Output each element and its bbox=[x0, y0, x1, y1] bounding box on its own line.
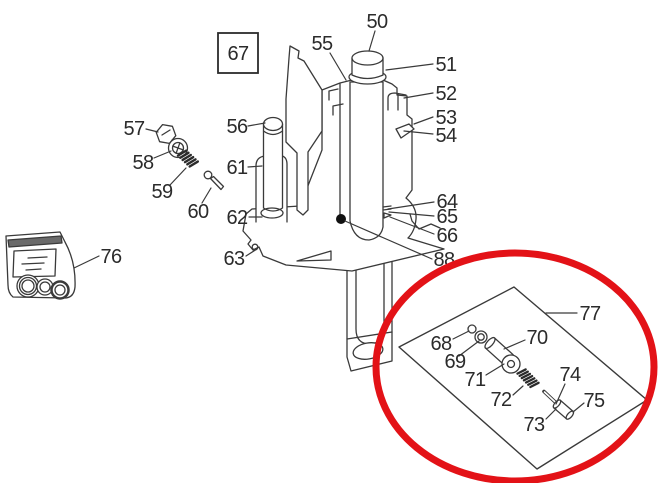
kit-oring bbox=[474, 330, 488, 344]
callout-69: 69 bbox=[444, 351, 466, 373]
cylinder-cap bbox=[351, 50, 384, 80]
leader-70 bbox=[503, 339, 526, 350]
callout-51: 51 bbox=[435, 54, 457, 76]
callout-64: 64 bbox=[436, 191, 458, 213]
callout-73: 73 bbox=[523, 414, 545, 436]
callout-55: 55 bbox=[311, 33, 333, 55]
callout-54: 54 bbox=[435, 125, 457, 147]
leader-61 bbox=[247, 165, 263, 168]
main-cylinder bbox=[349, 81, 392, 241]
callout-66: 66 bbox=[436, 225, 458, 247]
highlight-ellipse bbox=[372, 249, 658, 483]
pivot-dot bbox=[336, 214, 346, 224]
callout-71: 71 bbox=[464, 369, 486, 391]
callout-63: 63 bbox=[223, 248, 245, 270]
main-body bbox=[242, 79, 445, 272]
callout-76: 76 bbox=[100, 246, 122, 268]
kit-spring bbox=[516, 368, 540, 389]
cotter-pin bbox=[203, 170, 225, 191]
flag-bracket bbox=[285, 45, 323, 216]
body-boss bbox=[387, 92, 407, 111]
callout-77: 77 bbox=[579, 303, 601, 325]
kit-roller bbox=[552, 399, 575, 420]
leader-57 bbox=[145, 128, 159, 133]
leader-58 bbox=[153, 150, 172, 159]
callout-65: 65 bbox=[436, 206, 458, 228]
leader-51 bbox=[385, 63, 434, 71]
leader-52 bbox=[403, 92, 434, 99]
support-rod bbox=[260, 116, 284, 219]
callout-68: 68 bbox=[430, 333, 452, 355]
callout-75: 75 bbox=[583, 390, 605, 412]
leader-63 bbox=[245, 248, 258, 257]
leader-55 bbox=[329, 52, 347, 81]
leader-88 bbox=[344, 220, 433, 260]
callout-53: 53 bbox=[435, 107, 457, 129]
leader-75 bbox=[572, 402, 585, 413]
leader-65 bbox=[388, 211, 435, 217]
callout-56: 56 bbox=[226, 116, 248, 138]
leader-74 bbox=[555, 383, 566, 405]
callout-62: 62 bbox=[226, 207, 248, 229]
callout-59: 59 bbox=[151, 181, 173, 203]
leader-59 bbox=[169, 167, 187, 186]
callout-61: 61 bbox=[226, 157, 248, 179]
leader-54 bbox=[403, 130, 434, 135]
leader-71 bbox=[485, 363, 505, 376]
base-triangle-cutout bbox=[296, 250, 332, 262]
callout-74: 74 bbox=[559, 364, 581, 386]
leader-50 bbox=[368, 30, 376, 52]
leader-60 bbox=[201, 187, 212, 204]
callout-57: 57 bbox=[123, 118, 145, 140]
parts-bag bbox=[5, 231, 76, 300]
callout-50: 50 bbox=[366, 11, 388, 33]
base-notch bbox=[409, 213, 441, 230]
callout-labels: 5055515253545758596056616263766465668877… bbox=[100, 11, 605, 436]
cylinder-port-line bbox=[382, 205, 392, 208]
leader-53 bbox=[413, 116, 434, 125]
leader-76 bbox=[73, 255, 100, 269]
callout-72: 72 bbox=[490, 389, 512, 411]
leader-72 bbox=[512, 385, 524, 396]
ref-box: 67 bbox=[217, 32, 259, 74]
callout-52: 52 bbox=[435, 83, 457, 105]
leader-73 bbox=[545, 408, 557, 420]
ref-box-label: 67 bbox=[227, 43, 249, 65]
leader-lines bbox=[73, 30, 585, 420]
leader-69 bbox=[458, 340, 480, 357]
leader-66 bbox=[389, 216, 435, 235]
callout-58: 58 bbox=[132, 152, 154, 174]
leader-56 bbox=[247, 122, 266, 127]
callout-70: 70 bbox=[526, 327, 548, 349]
leader-64 bbox=[387, 201, 435, 210]
callout-60: 60 bbox=[187, 201, 209, 223]
kit-ball bbox=[467, 324, 477, 334]
bag-seal-band bbox=[7, 235, 63, 248]
leader-68 bbox=[452, 330, 470, 340]
kit-plunger bbox=[484, 336, 521, 374]
spring-small bbox=[176, 149, 200, 168]
bag-orings bbox=[16, 274, 70, 300]
